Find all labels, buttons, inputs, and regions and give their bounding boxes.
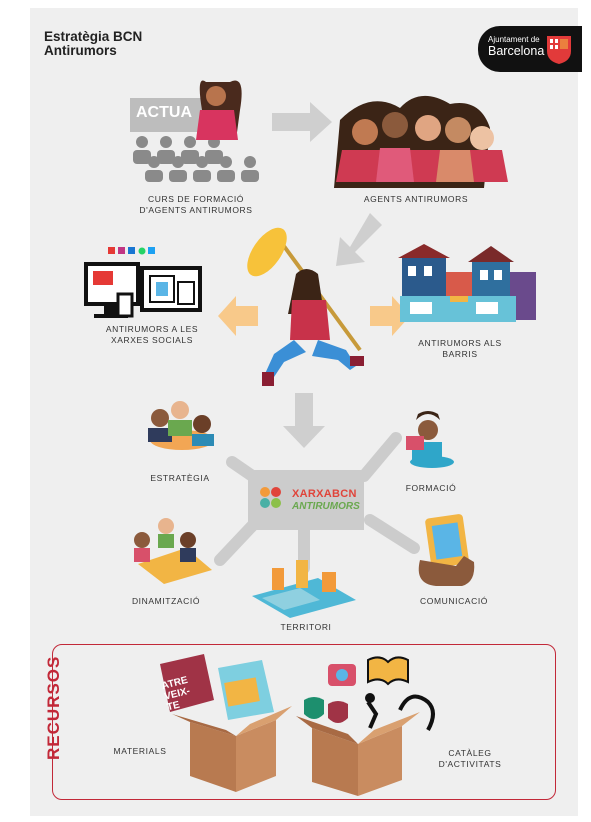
strategy-meeting-illustration <box>148 401 214 450</box>
neighborhood-houses-illustration <box>398 244 536 322</box>
network-logo-line-2: ANTIRUMORS <box>292 501 360 512</box>
dynamization-illustration <box>134 518 212 584</box>
title-line-1: Estratègia BCN <box>44 29 143 44</box>
node-strategy-label: ESTRATÈGIA <box>150 473 210 483</box>
arrow-down-icon <box>283 393 325 448</box>
training-course-illustration <box>130 80 259 182</box>
arrow-down-left-icon <box>336 213 382 266</box>
logo-line-1: Ajuntament de <box>488 35 540 44</box>
projector-screen-text: ACTUA <box>136 104 192 121</box>
runner-with-net-illustration <box>247 227 364 386</box>
activities-label-line-2: D'ACTIVITATS <box>438 759 502 769</box>
social-label: ANTIRUMORS A LES XARXES SOCIALS <box>82 324 222 346</box>
resources-box <box>52 644 556 800</box>
social-label-line-2: XARXES SOCIALS <box>110 335 194 345</box>
materials-box-illustration <box>160 654 292 792</box>
node-dynamization-label: DINAMITZACIÓ <box>131 596 201 606</box>
communication-tablet-illustration <box>418 514 475 586</box>
activities-box-illustration <box>296 656 435 796</box>
activities-label-line-1: CATÀLEG <box>448 748 492 758</box>
page-title: Estratègia BCN Antirumors <box>44 30 142 58</box>
agents-label: AGENTS ANTIRUMORS <box>363 194 469 204</box>
territory-map-illustration <box>252 560 356 618</box>
neighborhoods-label-line-2: BARRIS <box>442 349 478 359</box>
network-logo-line-1: XARXABCN <box>292 488 357 500</box>
city-shield-icon <box>547 36 571 64</box>
course-label-line-1: CURS DE FORMACIÓ <box>147 194 245 204</box>
node-communication-label: COMUNICACIÓ <box>420 596 488 606</box>
title-line-2: Antirumors <box>44 43 117 58</box>
social-label-line-1: ANTIRUMORS A LES <box>105 324 199 334</box>
logo-line-2: Barcelona <box>488 44 545 58</box>
neighborhoods-label-line-1: ANTIRUMORS ALS <box>418 338 502 348</box>
node-training-label: FORMACIÓ <box>405 483 457 493</box>
course-label-line-2: D'AGENTS ANTIRUMORS <box>139 205 253 215</box>
social-media-illustration <box>84 247 202 318</box>
resources-title: RECURSOS <box>44 655 63 760</box>
node-territory-label: TERRITORI <box>280 622 332 632</box>
course-label: CURS DE FORMACIÓ D'AGENTS ANTIRUMORS <box>126 194 266 216</box>
arrow-left-icon <box>218 296 258 336</box>
materials-label: MATERIALS <box>113 746 167 756</box>
network-logo-icon <box>260 487 281 508</box>
training-reader-illustration <box>406 411 454 468</box>
activities-label: CATÀLEG D'ACTIVITATS <box>420 748 520 770</box>
agents-group-illustration <box>334 95 508 188</box>
barcelona-logo: Ajuntament de Barcelona <box>478 26 582 72</box>
arrow-right-icon <box>272 102 332 142</box>
neighborhoods-label: ANTIRUMORS ALS BARRIS <box>400 338 520 360</box>
